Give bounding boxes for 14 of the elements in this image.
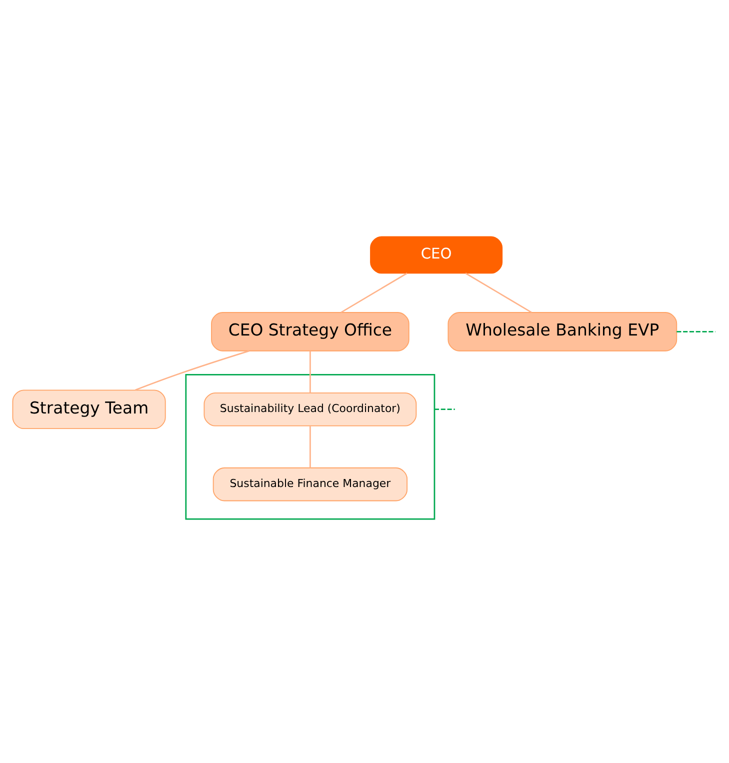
node-box: Sustainable Finance Manager <box>212 467 408 502</box>
connector <box>676 331 716 332</box>
node-box: Sustainability Lead (Coordinator) <box>204 392 417 426</box>
node-box: Strategy Team <box>12 390 166 430</box>
connector <box>465 272 532 314</box>
node-box: CEO Strategy Office <box>211 312 410 352</box>
node-box: CEO <box>370 236 503 274</box>
node-box: Wholesale Banking EVP <box>448 312 678 352</box>
connector <box>310 426 311 468</box>
connector <box>340 272 408 314</box>
connector <box>310 350 311 393</box>
connector <box>135 350 250 391</box>
connector <box>434 408 455 410</box>
cluster <box>185 374 436 520</box>
